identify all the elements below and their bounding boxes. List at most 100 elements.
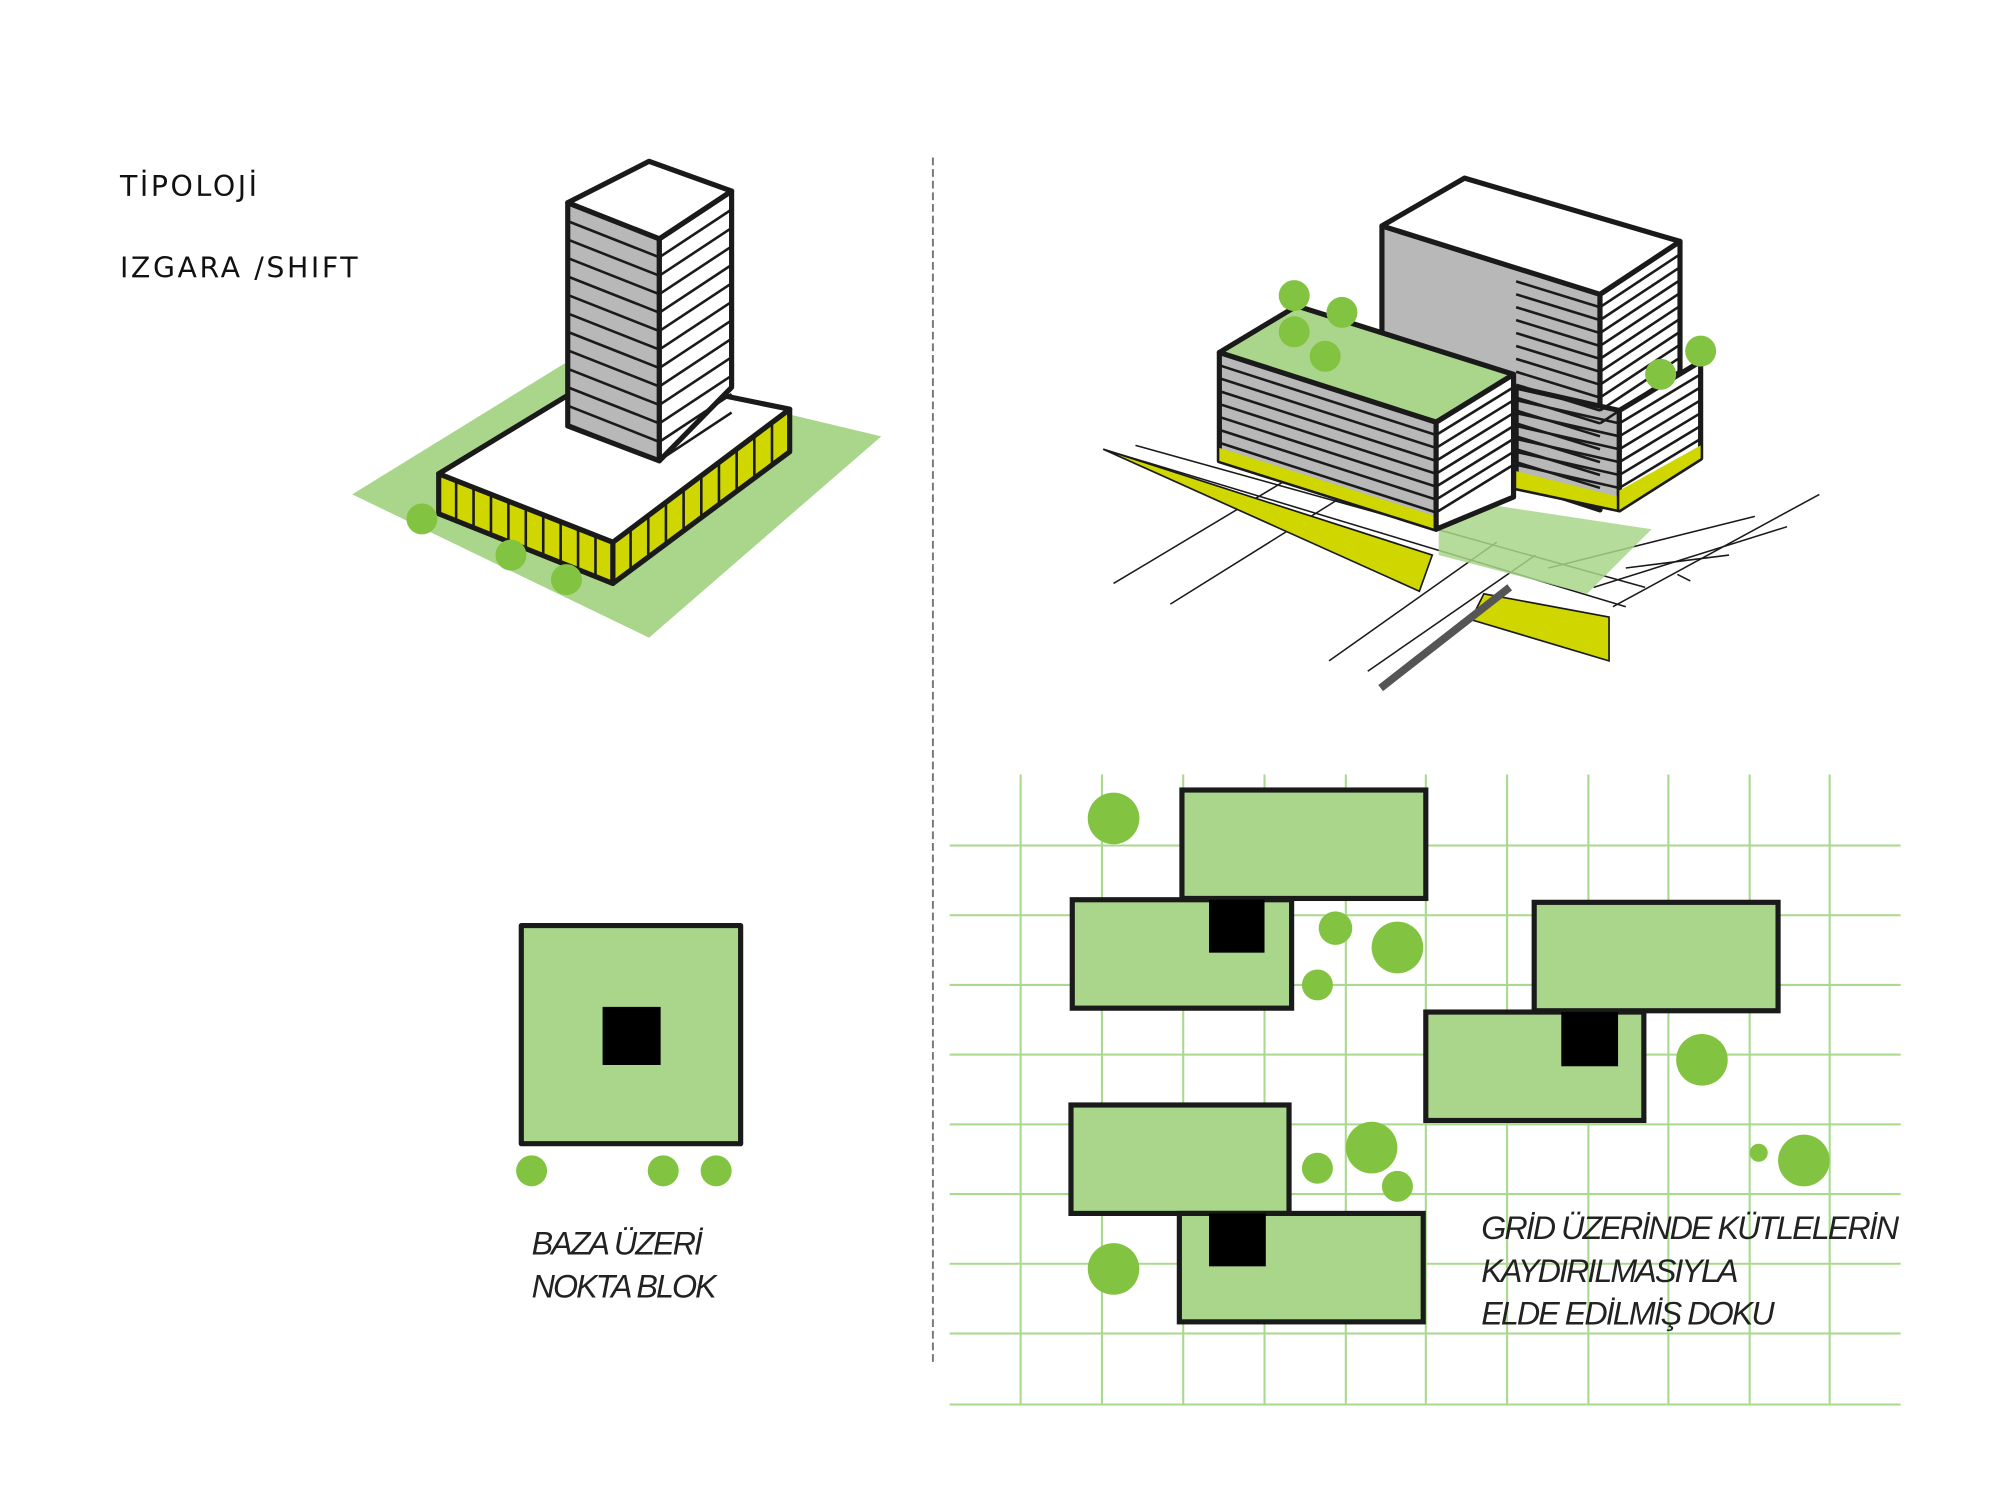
floor-line [1618, 386, 1702, 438]
floor-line [1599, 291, 1681, 348]
floor-line [658, 337, 733, 388]
tree-icon [1371, 921, 1424, 974]
street-line [1113, 476, 1291, 585]
tree-icon [516, 1155, 548, 1187]
floor-line [1515, 331, 1601, 361]
street-line [1612, 493, 1820, 608]
floor-line [1515, 280, 1601, 309]
caption-line: BAZA ÜZERİ [532, 1226, 704, 1262]
road [1378, 584, 1513, 692]
floor-line [1515, 370, 1601, 399]
floor-line [1218, 376, 1437, 450]
floor-line [567, 238, 660, 277]
tower-core-plan [1209, 1213, 1266, 1267]
tree-icon [1778, 1134, 1830, 1187]
tree-icon [1301, 1152, 1333, 1184]
floor-line [1599, 330, 1681, 386]
floor-line [567, 367, 660, 407]
point-block-plan: BAZA ÜZERİ NOKTA BLOK [516, 922, 744, 1304]
tree-icon [1749, 1143, 1768, 1162]
podium-plan [518, 922, 744, 1147]
tower-floor-lines [567, 208, 733, 462]
floor-line [1218, 428, 1437, 501]
floor-line [1515, 437, 1620, 464]
floor-line [658, 300, 733, 351]
tree-icon [495, 539, 527, 571]
green-plaza [1438, 496, 1652, 594]
floor-line [1435, 463, 1515, 514]
building-footprint [1068, 1102, 1292, 1217]
tree-icon [1318, 911, 1353, 945]
floor-line [1515, 463, 1620, 490]
floor-line [1618, 424, 1702, 477]
floor-line [1618, 411, 1702, 464]
shifted-blocks-isometric [1102, 175, 1820, 692]
tree-icon [1309, 340, 1341, 372]
floor-line [1515, 383, 1601, 412]
tree-icon [1278, 316, 1310, 348]
tree-icon [406, 503, 438, 535]
page-subtitle: IZGARA /SHIFT [120, 252, 360, 285]
tree-icon [1301, 969, 1333, 1001]
floor-line [1515, 357, 1601, 386]
floor-line [1435, 399, 1515, 450]
floor-line [1618, 399, 1702, 451]
tree-icon [1326, 296, 1358, 328]
floor-line [567, 312, 660, 351]
page-title: TİPOLOJİ [119, 170, 260, 203]
floor-line [1435, 411, 1515, 462]
tree-icon [1685, 335, 1717, 367]
floor-line [1435, 424, 1515, 475]
floor-line [658, 356, 733, 407]
floor-line [1515, 293, 1601, 322]
street-line [1367, 554, 1536, 672]
floor-line [1599, 279, 1681, 335]
tree-icon [1676, 1033, 1728, 1086]
caption-line: GRİD ÜZERİNDE KÜTLELERİN [1481, 1210, 1899, 1246]
floor-line [1435, 450, 1515, 501]
podium-columns [454, 422, 774, 576]
floor-line [567, 349, 660, 388]
floor-line [1618, 373, 1702, 425]
block-c-side-yellow [1619, 445, 1701, 510]
floor-line [658, 208, 733, 259]
floor-line [1515, 344, 1601, 374]
tree-icon [550, 564, 582, 596]
floor-line [1515, 424, 1620, 451]
floor-line [658, 411, 733, 462]
floor-line [1599, 304, 1681, 360]
floor-line [1218, 441, 1437, 514]
block-a-yellow-base [1219, 447, 1437, 530]
floor-line [1599, 266, 1681, 322]
tree-icon [700, 1155, 732, 1187]
floor-line [658, 393, 733, 443]
floor-line [567, 219, 660, 259]
building-footprint [1531, 899, 1781, 1014]
floor-line [1515, 305, 1601, 335]
floor-line [1599, 253, 1681, 309]
floor-line [658, 282, 733, 333]
caption-line: NOKTA BLOK [532, 1268, 719, 1304]
floor-line [567, 275, 660, 314]
tree-icon [1381, 1170, 1413, 1202]
floor-line [1515, 398, 1620, 425]
floor-line [567, 330, 660, 370]
street-line [1169, 496, 1343, 605]
shifted-grid-plan: GRİD ÜZERİNDE KÜTLELERİN KAYDIRILMASIYLA… [949, 774, 1902, 1406]
floor-line [567, 386, 660, 425]
floor-line [1515, 318, 1601, 348]
floor-line [1218, 389, 1437, 463]
floor-line [567, 422, 660, 462]
floor-line [1435, 437, 1515, 488]
floor-line [1515, 450, 1620, 477]
tree-icon [1645, 358, 1677, 390]
floor-line [658, 374, 733, 425]
floor-line [1218, 402, 1437, 475]
floor-line [1218, 364, 1437, 437]
tree-icon [647, 1155, 679, 1187]
street-line [1677, 573, 1691, 582]
floor-line [1599, 343, 1681, 399]
block-c-yellow-base [1516, 471, 1620, 510]
block-b-roof [1379, 175, 1683, 297]
